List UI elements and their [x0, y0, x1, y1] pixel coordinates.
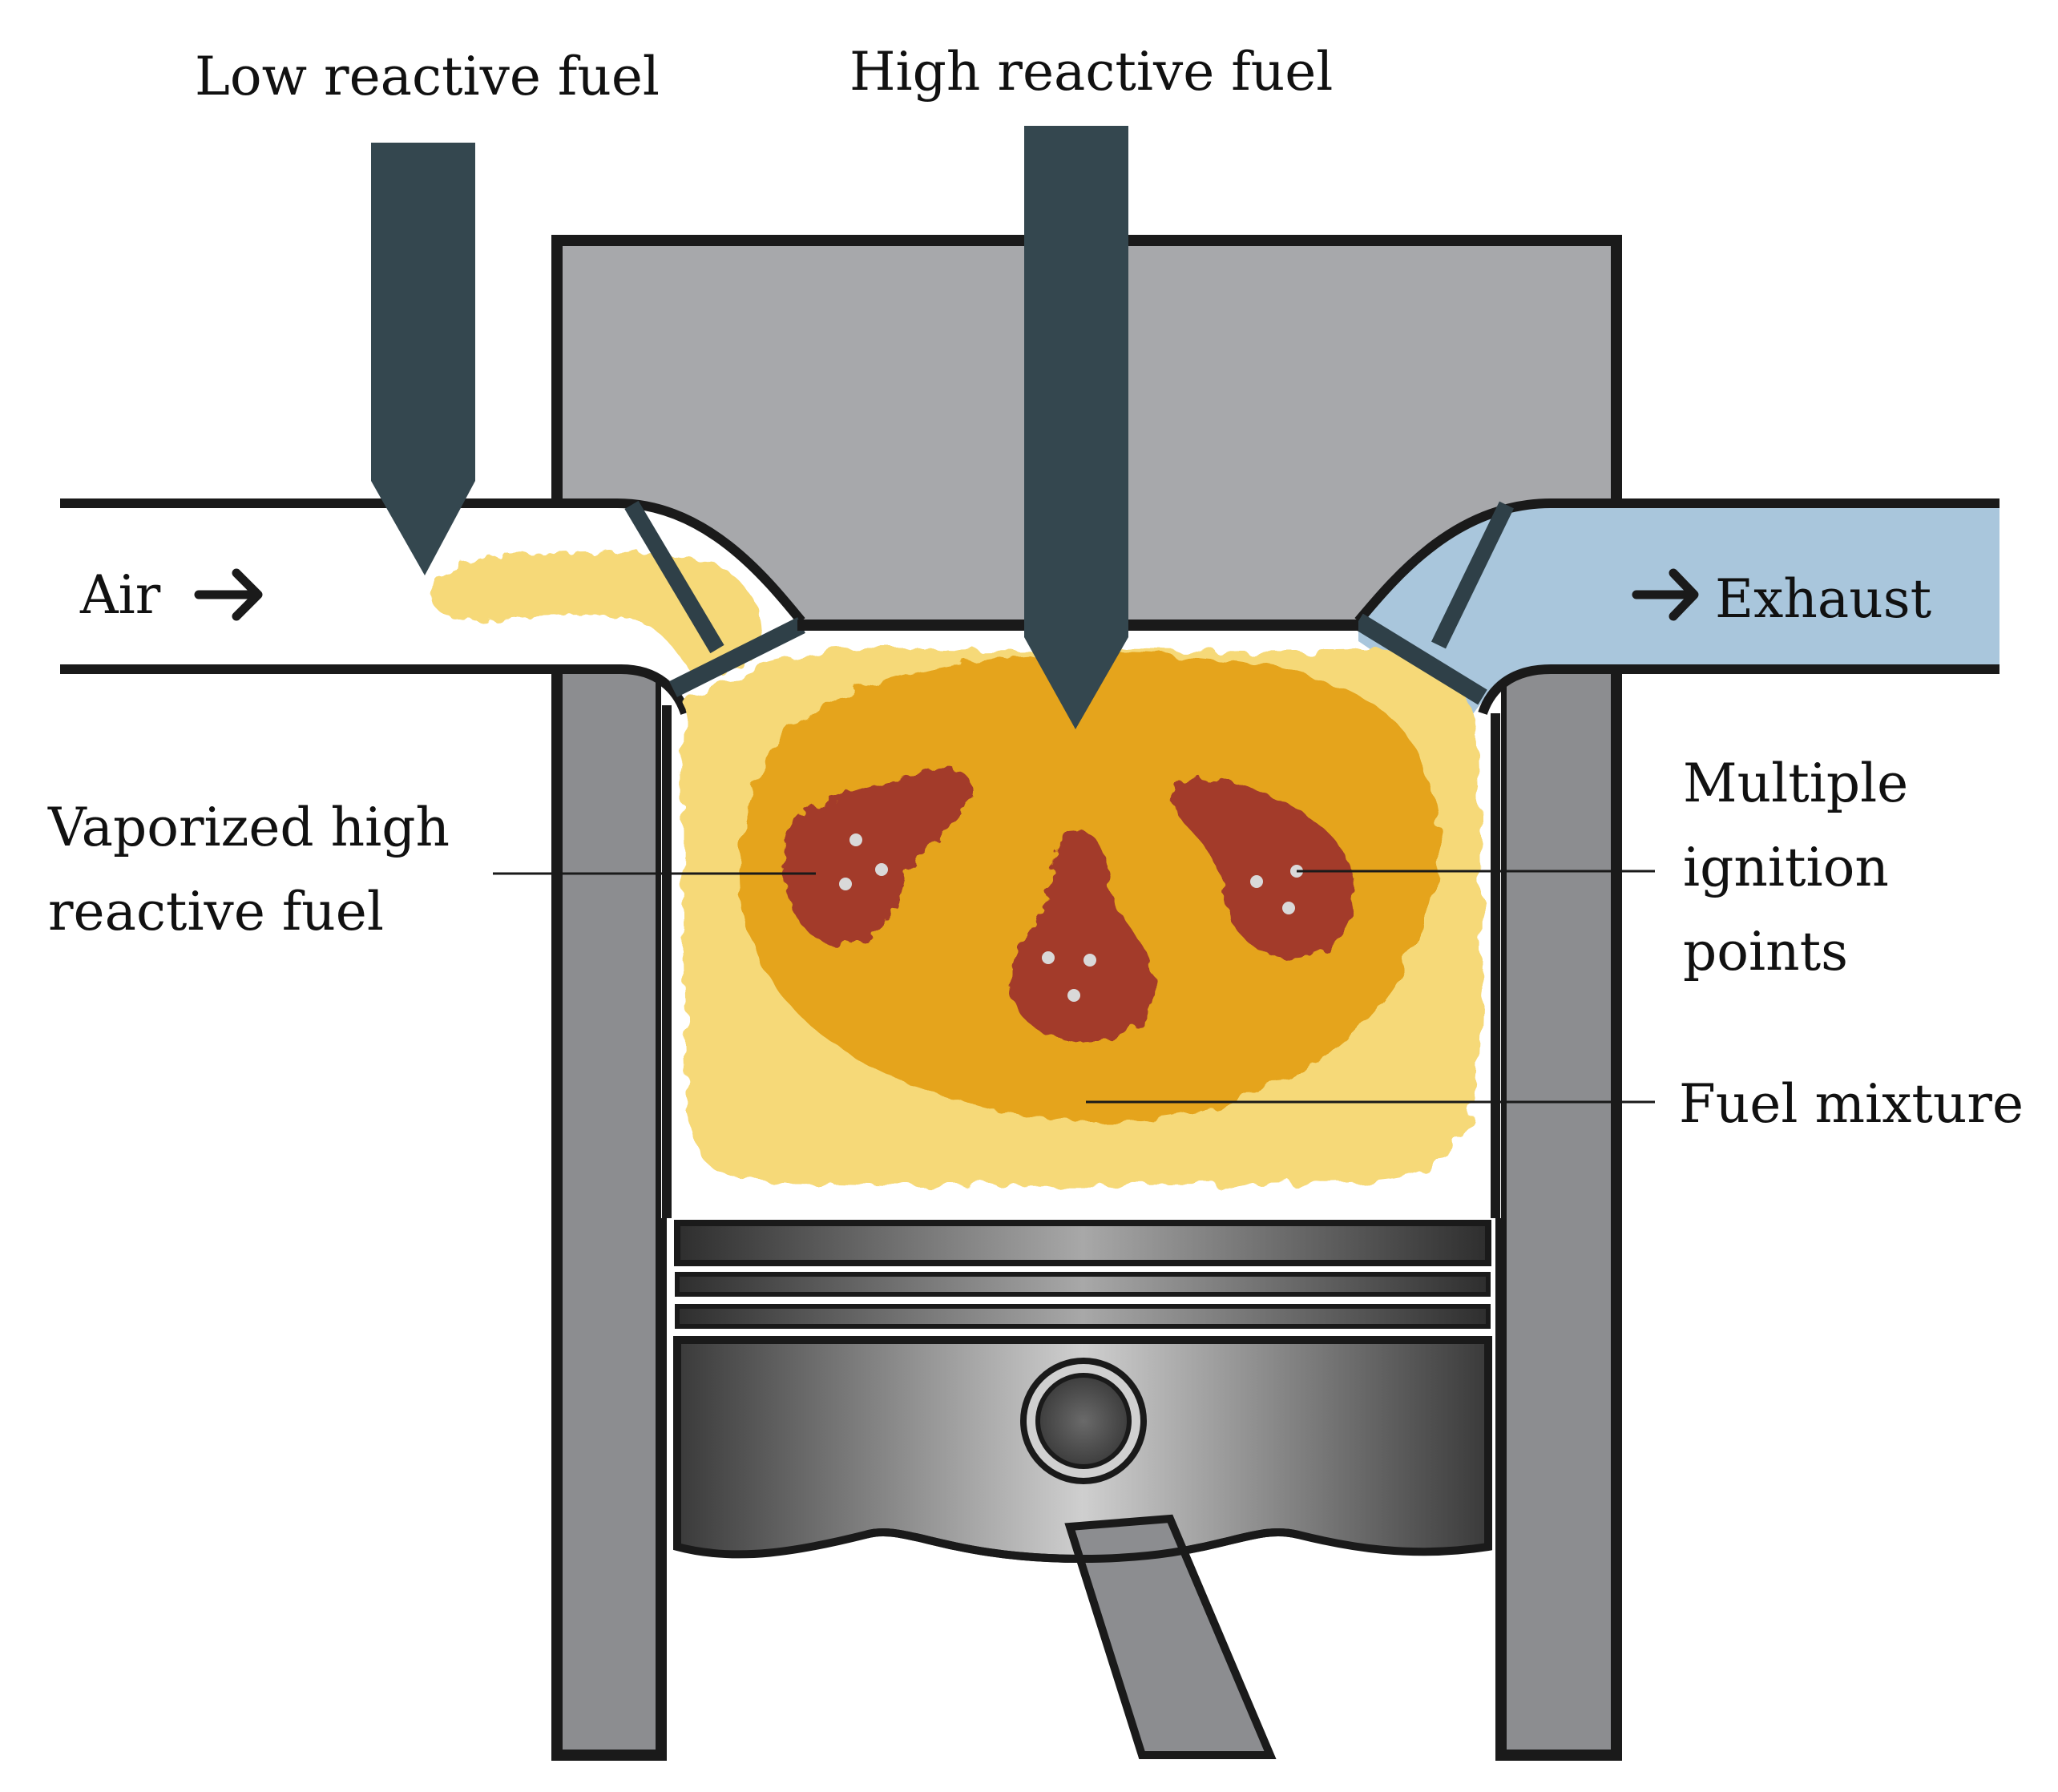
- ignition-point: [1083, 954, 1096, 967]
- ignition-kernel-right: [1172, 777, 1354, 958]
- piston-crown: [674, 1220, 1491, 1266]
- ignition-point: [1067, 989, 1080, 1002]
- ignition-points: [839, 833, 1303, 1002]
- exhaust-port-outline-bottom: [1478, 664, 1999, 716]
- air-arrow-icon: [194, 568, 263, 621]
- vaporized-label-line1: Vaporized high: [47, 797, 450, 858]
- ignition-kernel-center: [1011, 829, 1154, 1042]
- ignition-point: [1282, 902, 1295, 914]
- piston: [673, 1220, 1492, 1564]
- ignition-label-line2: ignition: [1683, 837, 1889, 898]
- vaporized-label-line2: reactive fuel: [48, 881, 384, 942]
- ignition-point: [1250, 875, 1263, 888]
- exhaust-label: Exhaust: [1715, 568, 1931, 630]
- ignition-point: [1042, 951, 1055, 964]
- ignition-point: [849, 833, 862, 846]
- connecting-rod: [1064, 1514, 1277, 1759]
- fuel-mixture-label: Fuel mixture: [1679, 1073, 2024, 1135]
- ignition-point: [839, 878, 852, 890]
- piston-skirt-edge: [864, 1528, 1300, 1564]
- piston-ring: [675, 1272, 1491, 1297]
- air-label: Air: [79, 564, 161, 626]
- ignition-point: [875, 863, 888, 876]
- port-fuel-injector: [371, 143, 475, 575]
- exhaust-valve: [1354, 501, 1514, 705]
- ignition-kernel-left: [783, 768, 974, 946]
- ignition-label-line1: Multiple: [1683, 753, 1908, 814]
- intake-valve: [624, 500, 805, 697]
- cylinder-wall-right: [1495, 620, 1622, 1761]
- ignition-label-line3: points: [1683, 921, 1848, 983]
- low-reactive-fuel-label: Low reactive fuel: [195, 46, 660, 107]
- high-reactive-fuel-label: High reactive fuel: [849, 41, 1333, 103]
- piston-pin: [1035, 1373, 1132, 1469]
- intake-port-outline-bottom: [60, 664, 690, 716]
- cylinder-wall-left: [551, 620, 667, 1761]
- piston-ring: [675, 1304, 1491, 1329]
- exhaust-arrow-icon: [1632, 568, 1699, 621]
- direct-injector: [1024, 126, 1128, 729]
- exhaust-port-outline-top: [1354, 498, 1999, 624]
